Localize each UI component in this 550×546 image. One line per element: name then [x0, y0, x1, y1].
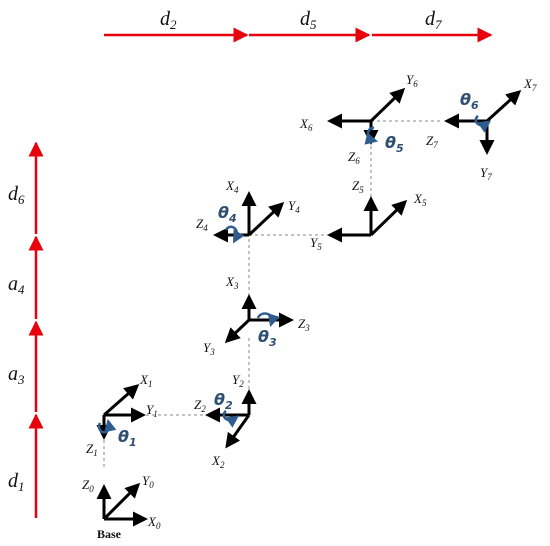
svg-text:X3: X3: [225, 274, 239, 291]
theta4-rotation-icon: [224, 225, 245, 244]
theta2-label: θ2: [214, 390, 233, 412]
svg-text:X4: X4: [225, 178, 239, 195]
svg-text:Z7: Z7: [426, 133, 438, 150]
d6-label: d6: [8, 183, 25, 207]
svg-text:Z4: Z4: [196, 216, 208, 233]
svg-text:Z5: Z5: [352, 178, 364, 195]
a3-label: a3: [8, 363, 25, 387]
svg-text:Y0: Y0: [142, 473, 154, 490]
svg-text:X5: X5: [413, 191, 427, 208]
theta2-rotation-icon: [222, 409, 240, 428]
svg-text:Z1: Z1: [86, 441, 98, 458]
axes: [96, 87, 522, 527]
svg-text:X2: X2: [211, 453, 225, 470]
svg-text:Z2: Z2: [194, 397, 206, 414]
svg-text:Y5: Y5: [310, 235, 322, 252]
d1-label: d1: [8, 470, 25, 494]
theta3-rotation-icon: [256, 312, 280, 327]
svg-text:Z0: Z0: [82, 477, 94, 494]
svg-text:X0: X0: [147, 514, 161, 531]
d2-label: d2: [160, 8, 177, 32]
svg-text:X7: X7: [523, 76, 537, 93]
theta1-label: θ1: [118, 427, 137, 449]
base-label: Base: [97, 527, 122, 541]
svg-text:Y2: Y2: [232, 372, 244, 389]
d7-label: d7: [425, 8, 442, 32]
axis-labels: Z0 Y0 X0 X1 Y1 Z1 Y2 Z2 X2 X3 Z3 Y3 X4 Y…: [82, 72, 537, 531]
svg-text:X6: X6: [299, 116, 313, 133]
svg-text:Y1: Y1: [146, 402, 158, 419]
svg-text:Y3: Y3: [203, 340, 215, 357]
a4-label: a4: [8, 273, 25, 297]
svg-text:X1: X1: [139, 372, 152, 389]
theta6-label: θ6: [460, 90, 479, 112]
svg-text:Y4: Y4: [288, 198, 300, 215]
theta5-rotation-icon: [364, 126, 379, 145]
theta6-rotation-icon: [474, 114, 492, 133]
theta1-rotation-icon: [97, 418, 117, 434]
svg-text:Z6: Z6: [348, 149, 360, 166]
rotation-arrows: [97, 114, 492, 434]
d5-label: d5: [300, 8, 317, 32]
svg-text:Y6: Y6: [406, 72, 418, 89]
svg-text:Z3: Z3: [298, 316, 310, 333]
theta5-label: θ5: [385, 133, 404, 155]
svg-text:Y7: Y7: [480, 165, 492, 182]
theta4-label: θ4: [218, 203, 237, 225]
theta3-label: θ3: [258, 327, 277, 349]
